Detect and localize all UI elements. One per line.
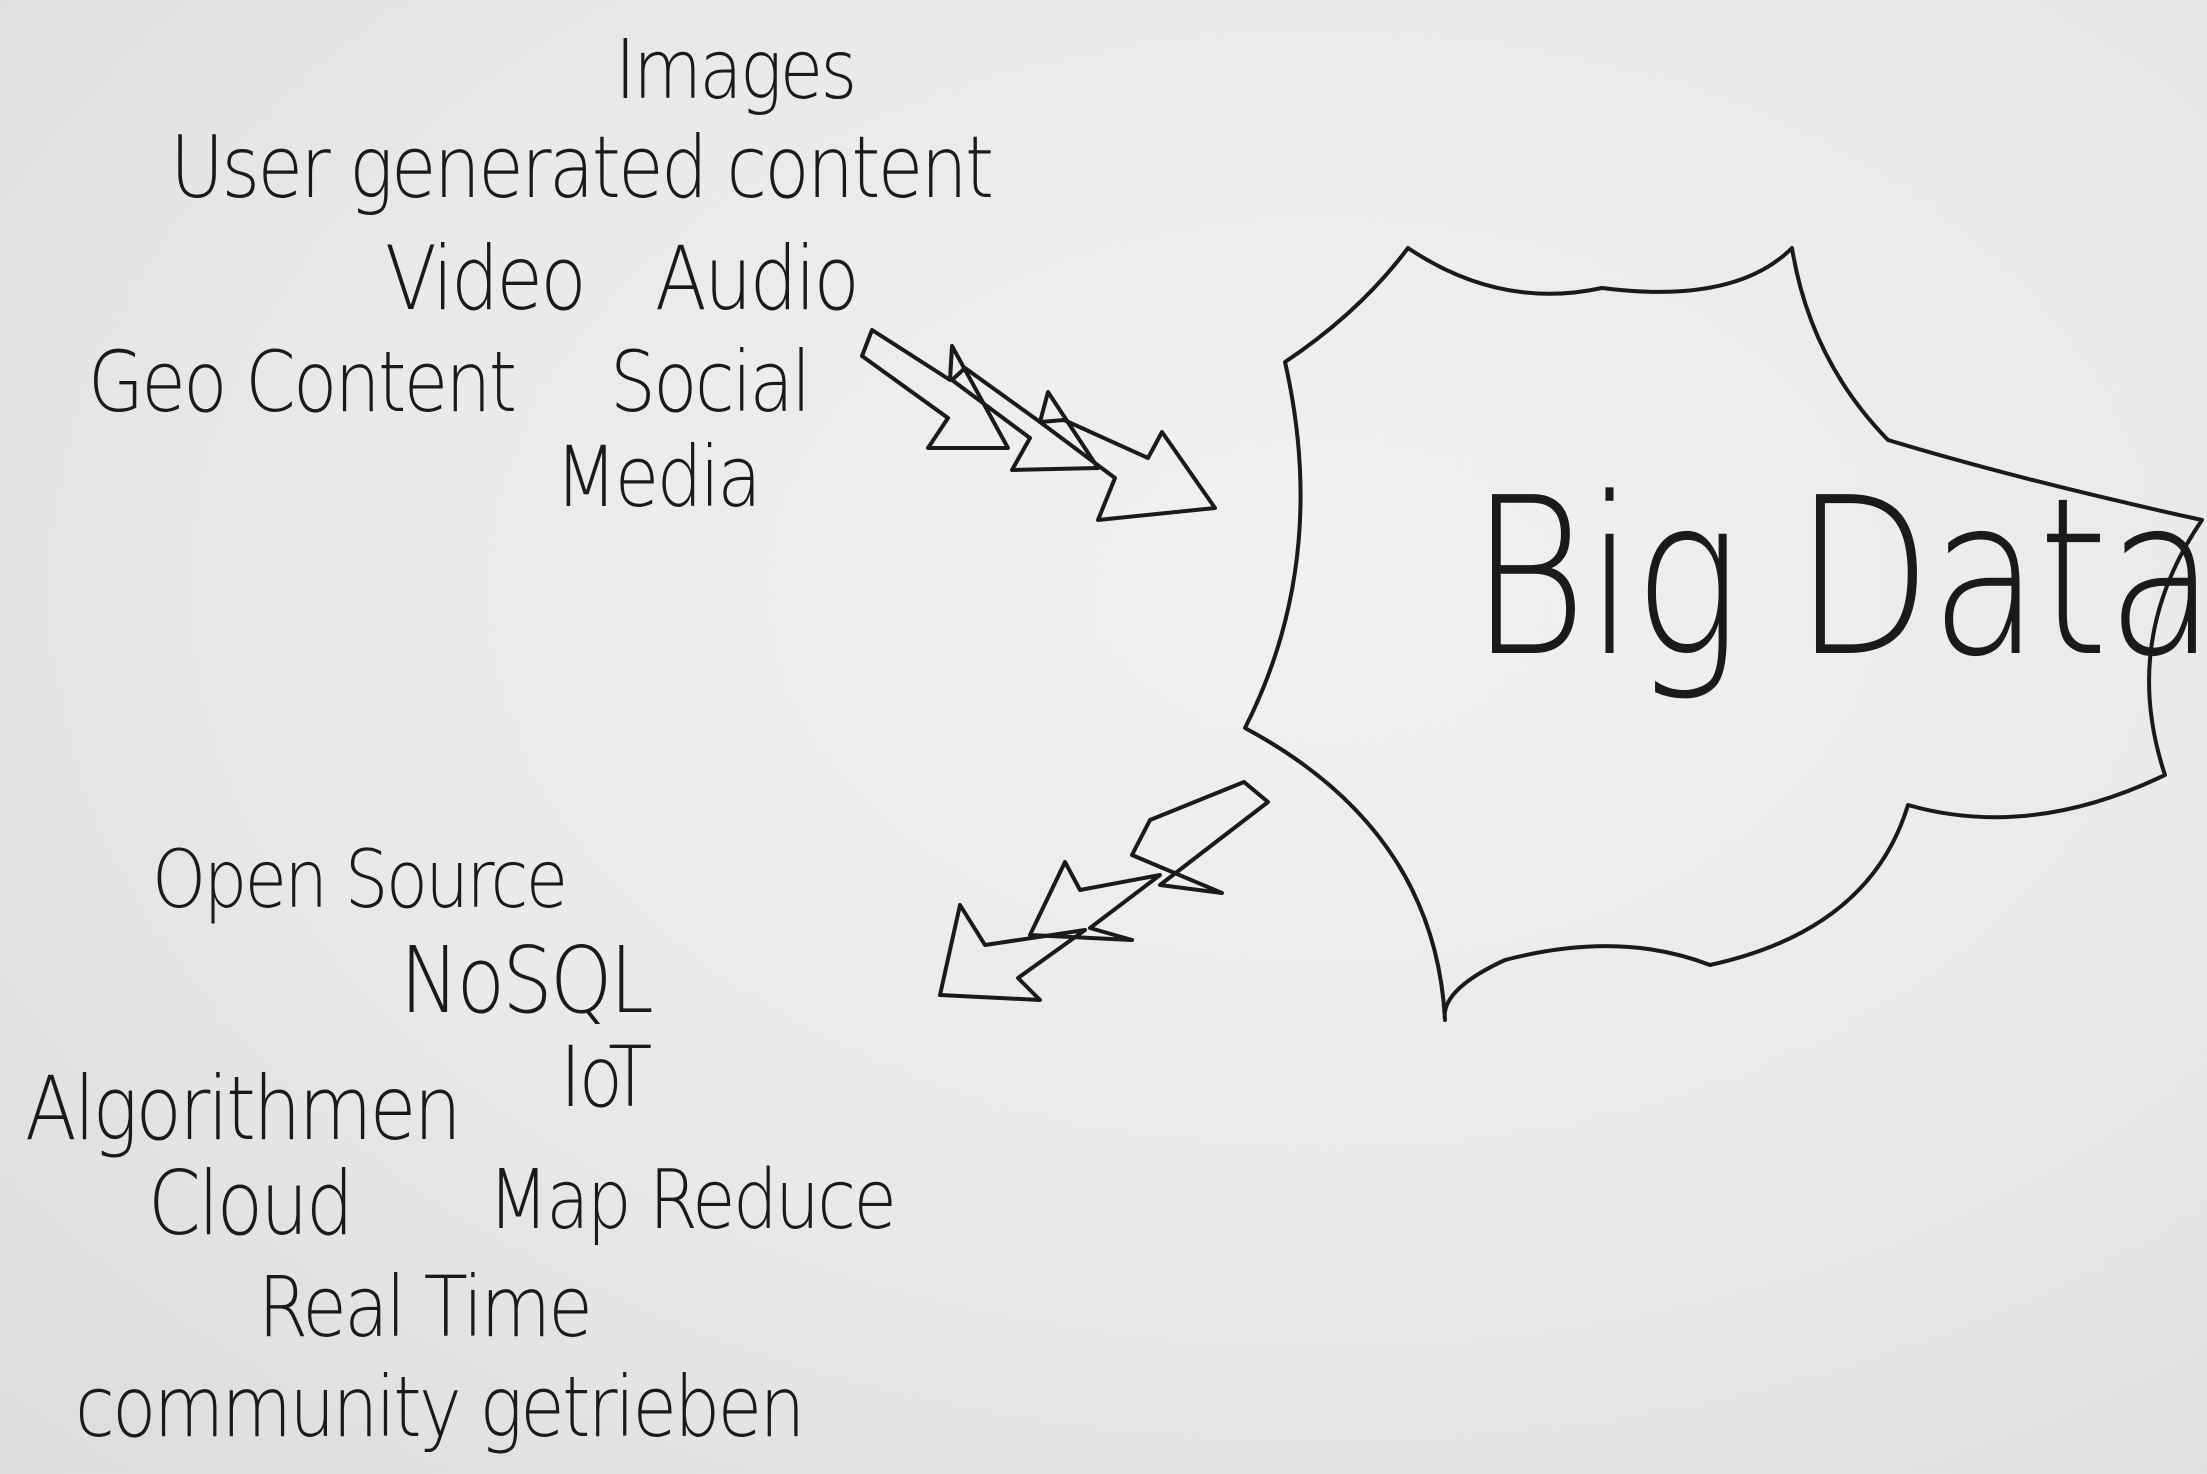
source-geo-content: Geo Content — [88, 333, 517, 431]
tech-algorithmen: Algorithmen — [25, 1057, 462, 1160]
tech-cloud: Cloud — [148, 1152, 354, 1255]
outflow-arrow-1 — [1130, 780, 1270, 895]
inflow-arrow-3 — [1038, 418, 1217, 522]
central-node-label: Big Data — [1470, 452, 2207, 705]
starburst-outline — [1243, 246, 2204, 1022]
tech-map-reduce: Map Reduce — [488, 1153, 897, 1248]
tech-open-source: Open Source — [152, 833, 568, 926]
source-social: Social — [610, 333, 811, 431]
outflow-arrow-3 — [938, 903, 1087, 1002]
tech-iot: IoT — [560, 1028, 652, 1126]
tech-community-getrieben: community getrieben — [75, 1358, 805, 1456]
source-media: Media — [555, 428, 762, 526]
source-audio: Audio — [655, 227, 860, 330]
source-user-generated-content: User generated content — [170, 118, 994, 218]
tech-real-time: Real Time — [258, 1258, 593, 1356]
source-images: Images — [615, 23, 857, 118]
inflow-arrow-2 — [950, 366, 1100, 472]
outflow-arrow-2 — [1028, 860, 1162, 942]
tech-nosql: NoSQL — [400, 927, 654, 1034]
inflow-arrow-1 — [860, 328, 1010, 450]
source-video: Video — [385, 227, 587, 330]
